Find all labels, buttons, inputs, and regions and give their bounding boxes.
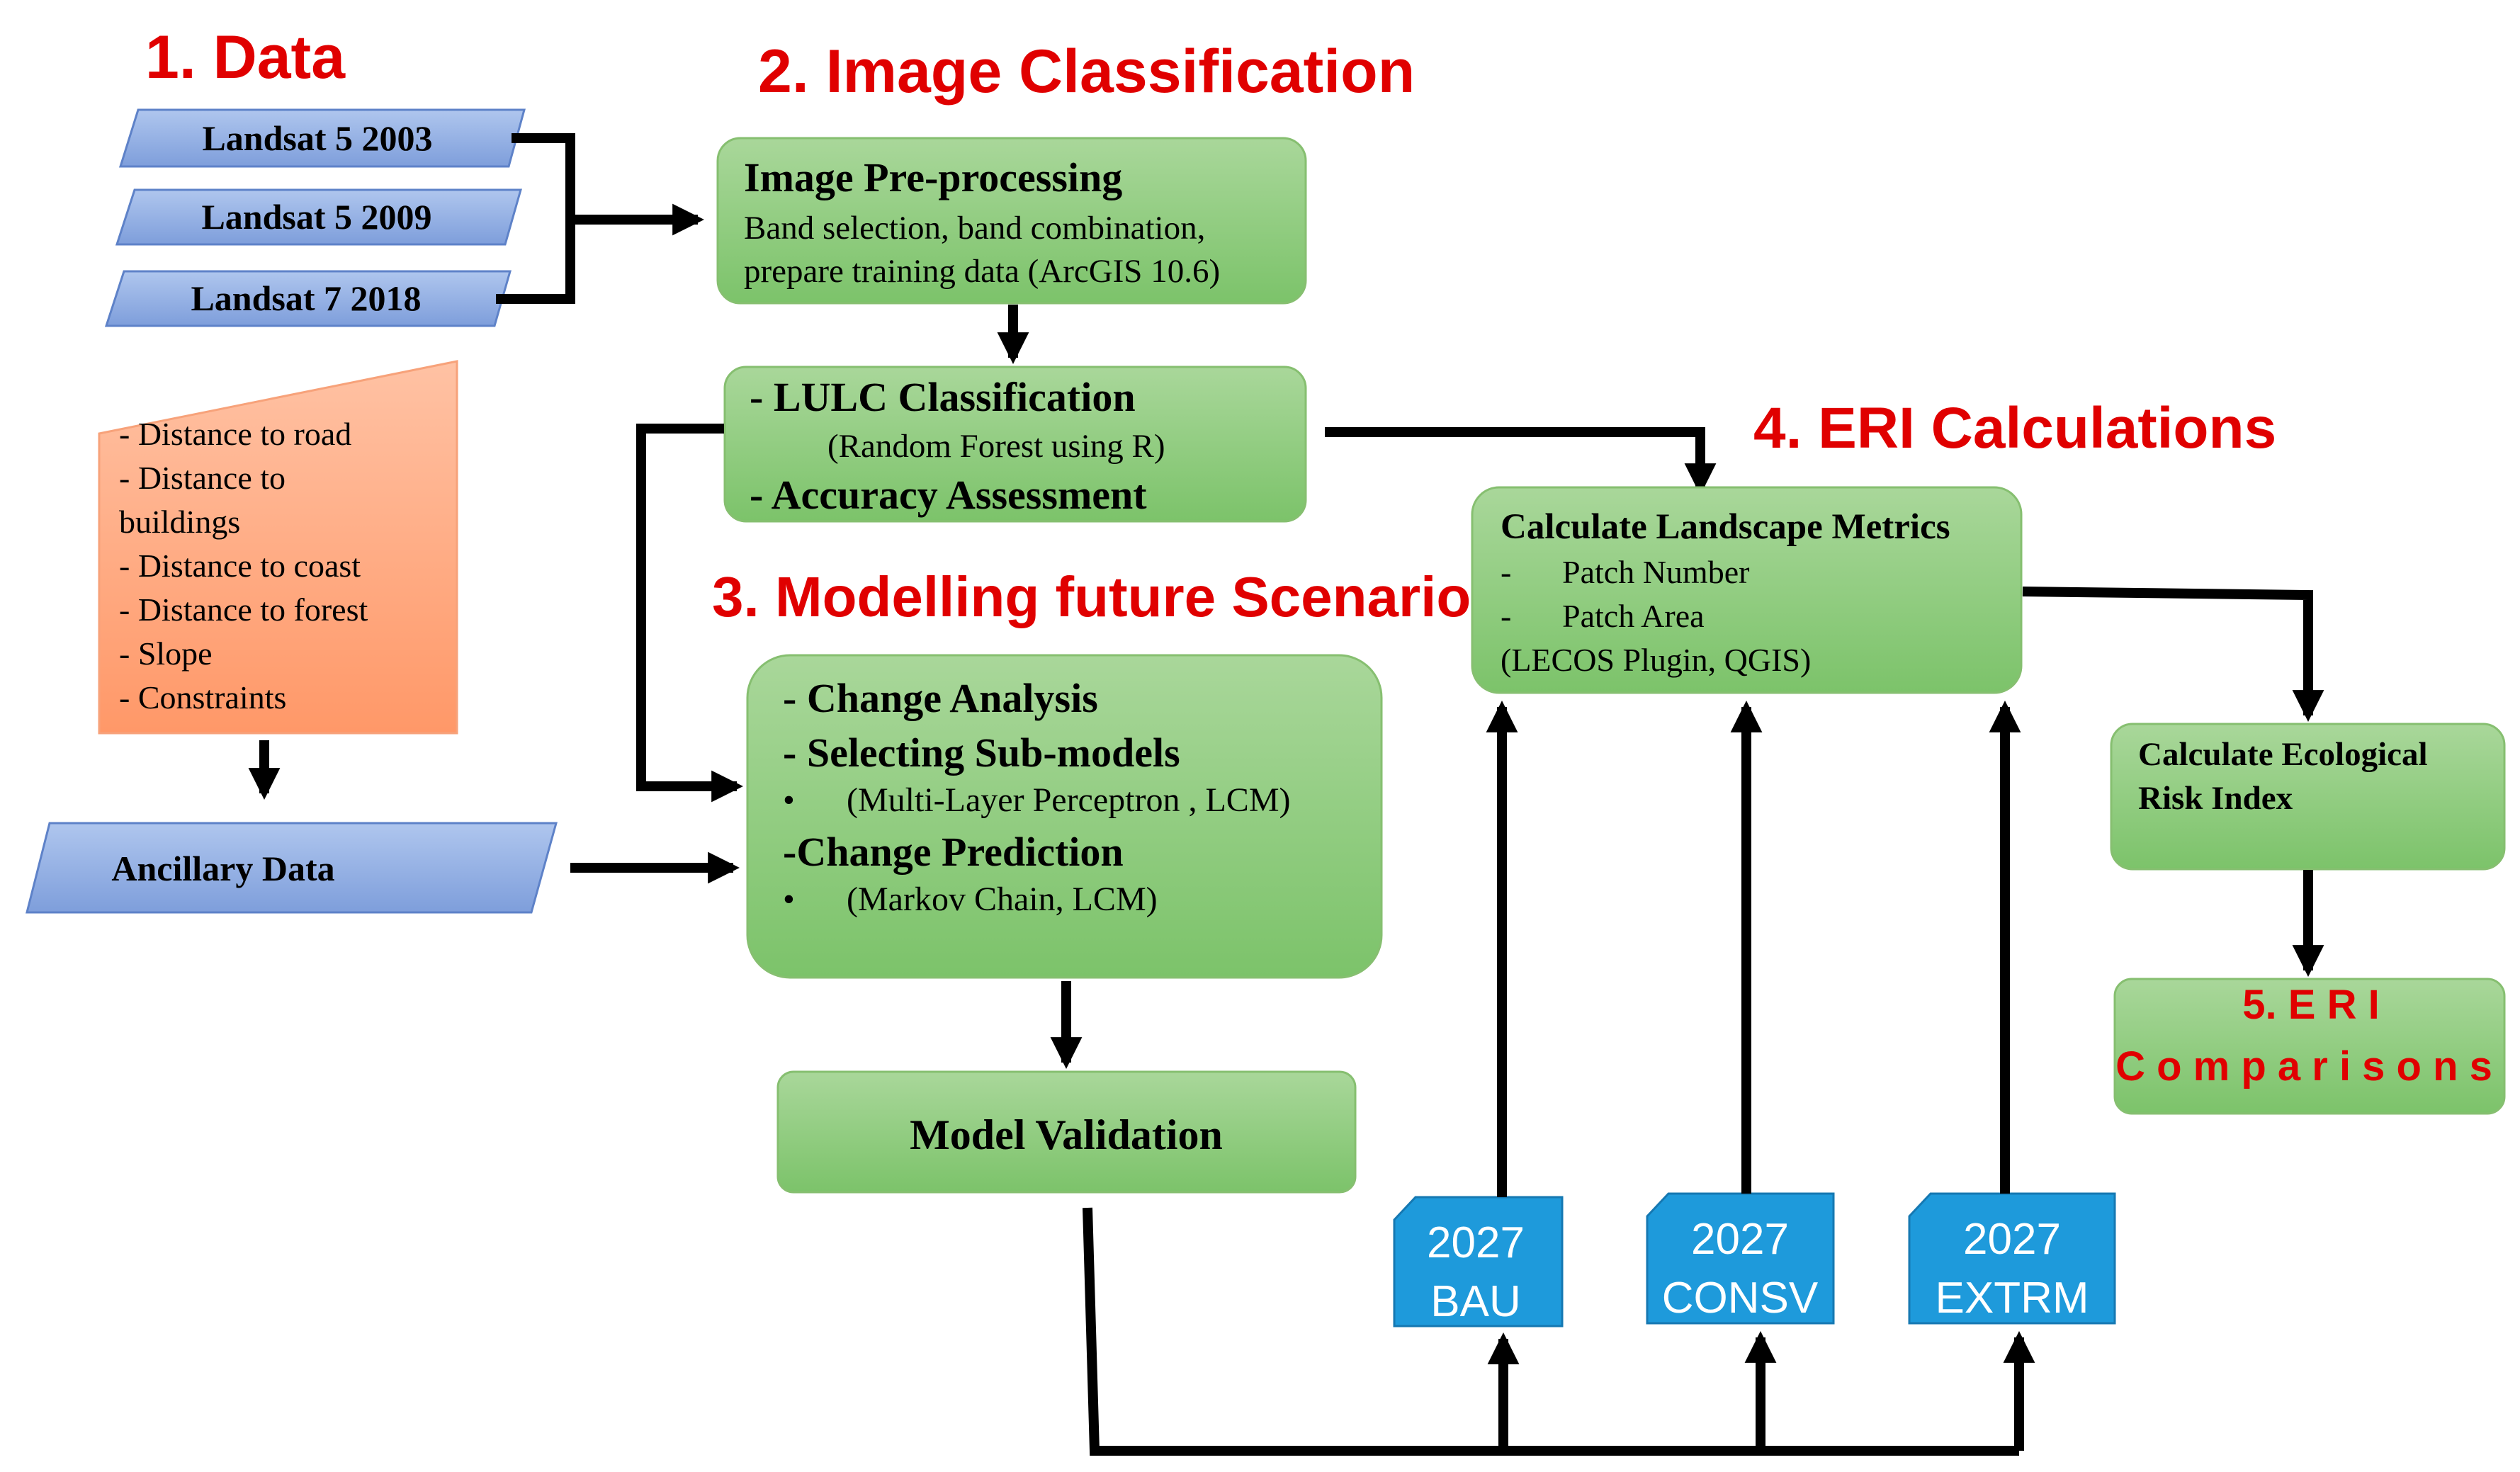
driver-item: - Distance to forest bbox=[119, 591, 368, 628]
eri-comparisons-box: 5. E R I C o m p a r i s o n s bbox=[2113, 978, 2506, 1115]
eri-comparisons-line2: C o m p a r i s o n s bbox=[2115, 1043, 2492, 1089]
scenario-name: EXTRM bbox=[1936, 1274, 2089, 1323]
preprocessing-line1: Band selection, band combination, bbox=[744, 210, 1205, 247]
section-title-modelling: 3. Modelling future Scenarios bbox=[712, 565, 1503, 628]
input-ancillary-data: Ancillary Data bbox=[26, 822, 558, 914]
eri-index-line2: Risk Index bbox=[2138, 780, 2293, 817]
connector-validation-to-scenarios bbox=[1083, 1207, 2035, 1456]
scenario-card-bau: 2027 BAU bbox=[1393, 1196, 1564, 1327]
eri-index-line1: Calculate Ecological bbox=[2138, 736, 2428, 773]
scenario-card-extrm: 2027 EXTRM bbox=[1908, 1192, 2116, 1325]
lulc-title: - LULC Classification bbox=[750, 374, 1136, 420]
change-prediction: -Change Prediction bbox=[783, 829, 1124, 875]
section-title-eri-calculations: 4. ERI Calculations bbox=[1753, 396, 2276, 460]
arrow-lulc-to-modelling bbox=[636, 424, 743, 803]
section-title-data: 1. Data bbox=[145, 23, 346, 91]
modelling-box: - Change Analysis - Selecting Sub-models… bbox=[746, 654, 1383, 979]
lulc-box: - LULC Classification (Random Forest usi… bbox=[723, 366, 1307, 523]
scenario-card-consv: 2027 CONSV bbox=[1646, 1192, 1835, 1325]
scenario-year: 2027 bbox=[1427, 1218, 1525, 1267]
change-analysis: - Change Analysis bbox=[783, 675, 1098, 721]
scenario-name: CONSV bbox=[1662, 1274, 1819, 1323]
driver-item: - Distance to bbox=[119, 460, 286, 496]
mlp-method: (Multi-Layer Perceptron , LCM) bbox=[847, 781, 1290, 819]
validation-box: Model Validation bbox=[776, 1070, 1357, 1194]
dash: - bbox=[1501, 554, 1511, 590]
driver-item: - Slope bbox=[119, 635, 213, 672]
driver-item: buildings bbox=[119, 504, 240, 540]
driver-item: - Constraints bbox=[119, 679, 286, 715]
driver-item: - Distance to coast bbox=[119, 548, 361, 584]
input-landsat-2018: Landsat 7 2018 bbox=[104, 270, 512, 327]
scenario-year: 2027 bbox=[1963, 1215, 2061, 1264]
arrow-landscape-to-eri bbox=[2022, 587, 2324, 722]
dash: - bbox=[1501, 598, 1511, 634]
connector-landsat-bracket bbox=[496, 133, 704, 304]
landsat-2003-label: Landsat 5 2003 bbox=[202, 118, 432, 158]
landsat-2009-label: Landsat 5 2009 bbox=[201, 197, 431, 237]
eri-comparisons-line1: 5. E R I bbox=[2242, 982, 2379, 1028]
eri-index-box: Calculate Ecological Risk Index bbox=[2110, 723, 2506, 871]
driver-item: - Distance to road bbox=[119, 416, 351, 452]
landscape-metrics-box: Calculate Landscape Metrics - Patch Numb… bbox=[1471, 486, 2023, 694]
ancillary-label: Ancillary Data bbox=[111, 849, 334, 888]
landscape-tool: (LECOS Plugin, QGIS) bbox=[1501, 642, 1811, 678]
markov-method: (Markov Chain, LCM) bbox=[847, 881, 1158, 918]
preprocessing-line2: prepare training data (ArcGIS 10.6) bbox=[744, 253, 1220, 290]
landscape-title: Calculate Landscape Metrics bbox=[1501, 507, 1950, 547]
bullet: • bbox=[783, 881, 795, 918]
accuracy-assessment: - Accuracy Assessment bbox=[750, 472, 1147, 518]
preprocessing-box: Image Pre-processing Band selection, ban… bbox=[716, 137, 1307, 305]
preprocessing-title: Image Pre-processing bbox=[744, 154, 1122, 200]
drivers-box: - Distance to road - Distance to buildin… bbox=[98, 360, 458, 735]
patch-number: Patch Number bbox=[1562, 554, 1749, 590]
scenario-name: BAU bbox=[1430, 1277, 1520, 1326]
landsat-2018-label: Landsat 7 2018 bbox=[191, 278, 421, 318]
input-landsat-2009: Landsat 5 2009 bbox=[115, 188, 522, 246]
scenario-year: 2027 bbox=[1691, 1215, 1789, 1264]
lulc-subtitle: (Random Forest using R) bbox=[827, 428, 1165, 465]
section-title-image-classification: 2. Image Classification bbox=[758, 38, 1415, 106]
arrows-scenarios-to-landscape bbox=[1486, 701, 2021, 1197]
selecting-submodels: - Selecting Sub-models bbox=[783, 730, 1180, 776]
validation-label: Model Validation bbox=[910, 1111, 1223, 1158]
patch-area: Patch Area bbox=[1562, 598, 1705, 634]
arrow-lulc-to-landscape bbox=[1325, 427, 1717, 495]
input-landsat-2003: Landsat 5 2003 bbox=[118, 108, 526, 168]
bullet: • bbox=[783, 781, 795, 819]
